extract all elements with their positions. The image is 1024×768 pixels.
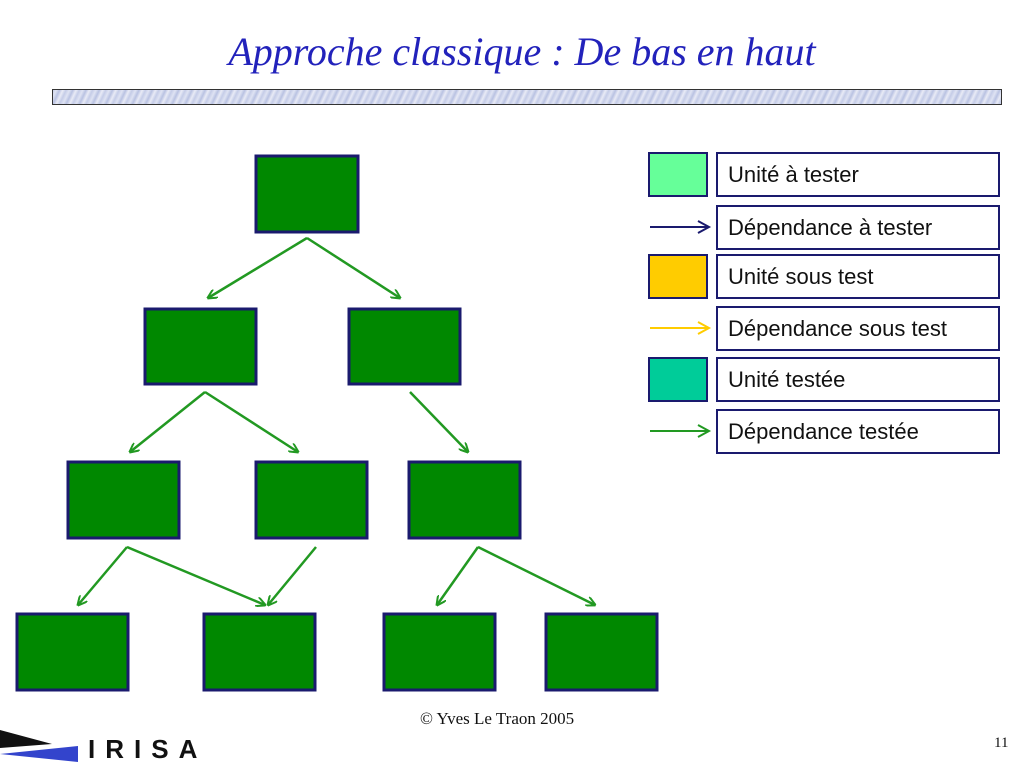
legend-label-3: Unité sous test — [716, 254, 1000, 299]
legend-arrow-icon-4 — [650, 321, 712, 335]
dependency-arrow-10 — [477, 545, 595, 605]
slide-title: Approche classique : De bas en haut — [228, 29, 816, 74]
unit-box-7 — [15, 612, 130, 692]
legend-swatch-3 — [648, 254, 708, 299]
legend-label-5: Unité testée — [716, 357, 1000, 402]
unit-box-1 — [254, 154, 360, 234]
legend-swatch-5 — [648, 357, 708, 402]
page-number: 11 — [994, 735, 1009, 751]
legend-label-6: Dépendance testée — [716, 409, 1000, 454]
dependency-arrow-5 — [409, 391, 468, 452]
legend-label-4: Dépendance sous test — [716, 306, 1000, 351]
dependency-arrow-6 — [78, 546, 128, 605]
copyright-text: © Yves Le Traon 2005 — [420, 709, 575, 728]
dependency-arrow-7 — [126, 545, 265, 605]
dependency-arrow-8 — [268, 546, 317, 605]
title-underline-bar — [52, 89, 1002, 105]
unit-box-9 — [382, 612, 497, 692]
unit-box-10 — [544, 612, 659, 692]
legend-arrow-icon-6 — [650, 424, 712, 438]
irisa-logo-text: IRISA — [88, 734, 207, 764]
dependency-arrow-2 — [306, 236, 400, 298]
unit-box-5 — [254, 460, 369, 540]
irisa-logo-wedge-dark — [0, 730, 52, 748]
legend-label-2: Dépendance à tester — [716, 205, 1000, 250]
dependency-arrow-3 — [130, 391, 206, 452]
legend-swatch-1 — [648, 152, 708, 197]
dependency-arrow-1 — [208, 236, 308, 298]
irisa-logo: IRISA — [0, 730, 207, 764]
dependency-arrow-9 — [437, 546, 480, 605]
unit-box-4 — [66, 460, 181, 540]
unit-box-6 — [407, 460, 522, 540]
dependency-arrow-4 — [204, 390, 298, 452]
unit-box-3 — [347, 307, 462, 386]
irisa-logo-wedge-blue — [0, 746, 78, 762]
legend-label-1: Unité à tester — [716, 152, 1000, 197]
unit-box-8 — [202, 612, 317, 692]
unit-box-2 — [143, 307, 258, 386]
legend-arrow-icon-2 — [650, 220, 712, 234]
